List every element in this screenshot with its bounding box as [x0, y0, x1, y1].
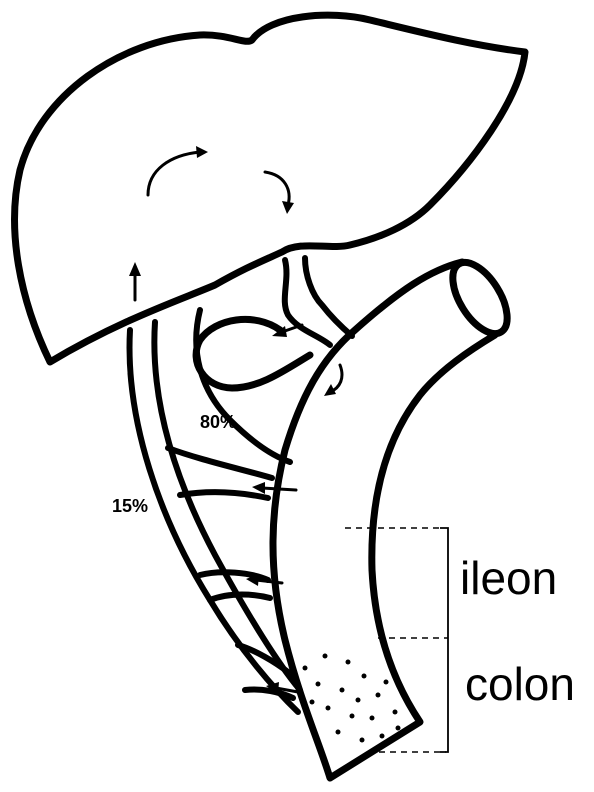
ileon-bracket: [440, 528, 448, 638]
mesenteric-branch-1-lower: [180, 492, 268, 498]
mesenteric-branch-3: [238, 645, 288, 672]
arrowhead-icon: [252, 482, 265, 494]
bile-duct-right-wall: [305, 258, 352, 336]
systemic-fraction-label: 15%: [112, 496, 148, 516]
reabsorption-arrow-1: [262, 488, 296, 490]
mesenteric-branch-1: [168, 448, 272, 478]
colon-label: colon: [465, 658, 575, 710]
ileon-label: ileon: [460, 552, 557, 604]
portal-fraction-label: 80%: [200, 412, 236, 432]
intestine-tube: [273, 262, 495, 778]
colon-bracket: [440, 638, 448, 752]
